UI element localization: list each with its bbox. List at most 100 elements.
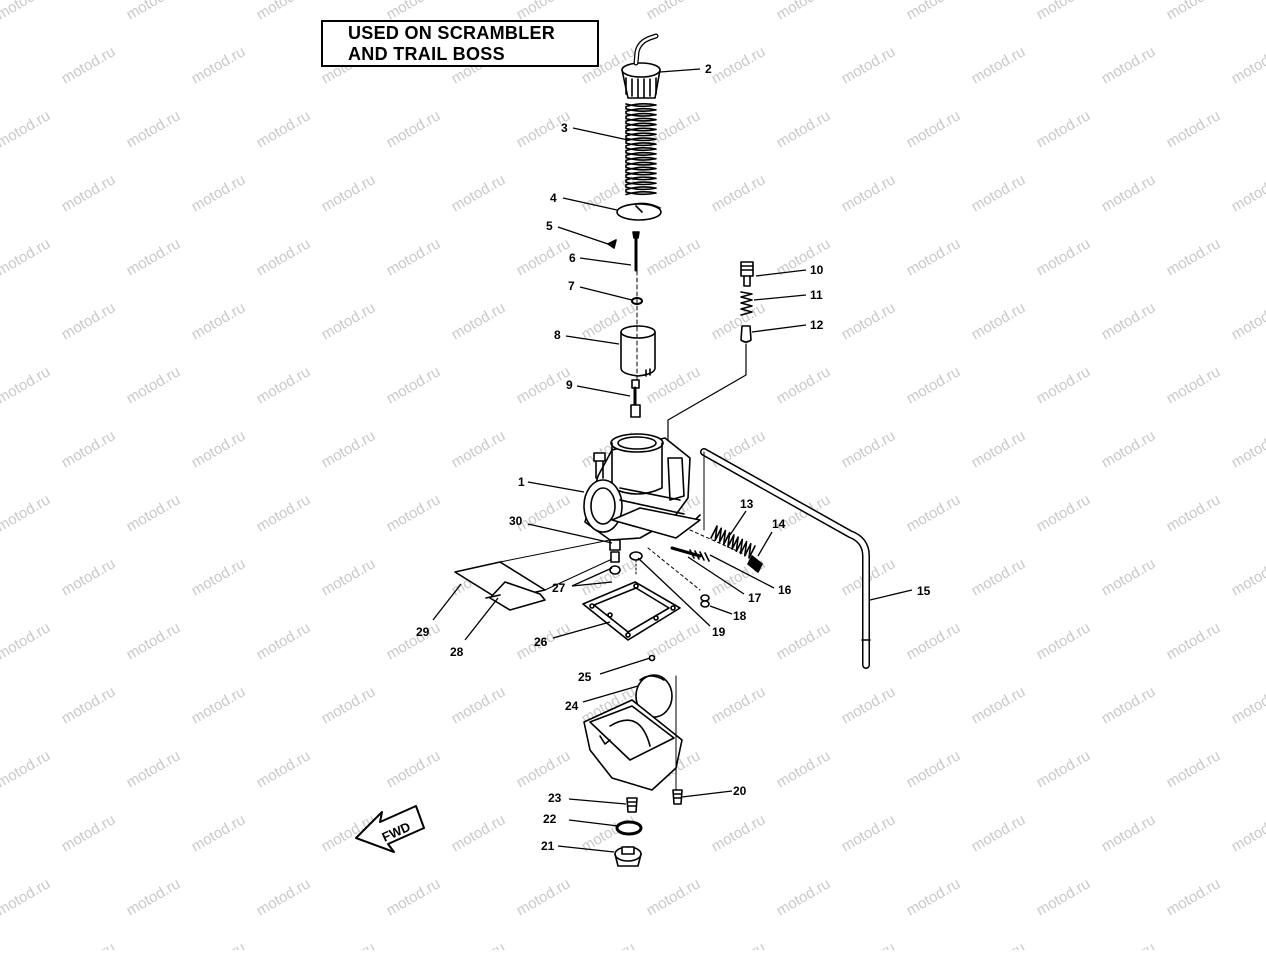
watermark-text: motod.ru — [1229, 555, 1266, 599]
part-number-4: 4 — [550, 191, 557, 205]
watermark-text: motod.ru — [514, 875, 574, 919]
watermark-text: motod.ru — [449, 811, 509, 855]
watermark-text: motod.ru — [319, 939, 379, 950]
watermark-text: motod.ru — [1229, 811, 1266, 855]
watermark-text: motod.ru — [904, 875, 964, 919]
watermark-text: motod.ru — [0, 107, 53, 151]
part-number-13: 13 — [740, 497, 754, 511]
watermark-text: motod.ru — [124, 107, 184, 151]
watermark-text: motod.ru — [774, 107, 834, 151]
part-number-21: 21 — [541, 839, 555, 853]
watermark-text: motod.ru — [1229, 299, 1266, 343]
watermark-text: motod.ru — [254, 363, 314, 407]
watermark-text: motod.ru — [0, 619, 53, 663]
part-number-19: 19 — [712, 625, 726, 639]
part-plunger — [741, 326, 751, 342]
part-overflow-tube — [704, 452, 870, 665]
watermark-text: motod.ru — [1034, 491, 1094, 535]
part-needle-clip — [608, 240, 616, 248]
watermark-text: motod.ru — [1099, 171, 1159, 215]
part-number-22: 22 — [543, 812, 557, 826]
watermark-text: motod.ru — [579, 939, 639, 950]
watermark-text: motod.ru — [709, 939, 769, 950]
watermark-text: motod.ru — [1229, 683, 1266, 727]
watermark-text: motod.ru — [644, 235, 704, 279]
watermark-text: motod.ru — [59, 555, 119, 599]
watermark-text: motod.ru — [319, 299, 379, 343]
watermark-text: motod.ru — [774, 875, 834, 919]
watermark-text: motod.ru — [0, 363, 53, 407]
watermark-text: motod.ru — [1034, 619, 1094, 663]
watermark-text: motod.ru — [0, 747, 53, 791]
watermark-text: motod.ru — [1099, 811, 1159, 855]
watermark-text: motod.ru — [1034, 747, 1094, 791]
watermark-text: motod.ru — [59, 299, 119, 343]
watermark-text: motod.ru — [514, 491, 574, 535]
watermark-text: motod.ru — [59, 811, 119, 855]
part-number-26: 26 — [534, 635, 548, 649]
watermark-text: motod.ru — [59, 683, 119, 727]
watermark-text: motod.ru — [1229, 427, 1266, 471]
watermark-text: motod.ru — [0, 235, 53, 279]
part-number-17: 17 — [748, 591, 762, 605]
watermark-text: motod.ru — [904, 747, 964, 791]
watermark-text: motod.ru — [774, 363, 834, 407]
watermark-text: motod.ru — [124, 491, 184, 535]
watermark-text: motod.ru — [709, 299, 769, 343]
part-throttle-stop-screw — [741, 262, 753, 286]
part-number-1: 1 — [518, 475, 525, 489]
watermark-text: motod.ru — [189, 683, 249, 727]
part-number-6: 6 — [569, 251, 576, 265]
watermark-text: motod.ru — [1034, 875, 1094, 919]
watermark-text: motod.ru — [1164, 875, 1224, 919]
watermark-text: motod.ru — [1099, 43, 1159, 87]
watermark-text: motod.ru — [1164, 747, 1224, 791]
watermark-text: motod.ru — [0, 491, 53, 535]
part-number-5: 5 — [546, 219, 553, 233]
watermark-text: motod.ru — [904, 619, 964, 663]
watermark-text: motod.ru — [319, 683, 379, 727]
watermark-text: motod.ru — [59, 171, 119, 215]
watermark-text: motod.ru — [59, 939, 119, 950]
watermark-text: motod.ru — [904, 0, 964, 23]
watermark-text: motod.ru — [839, 683, 899, 727]
watermark-text: motod.ru — [384, 747, 444, 791]
watermark-text: motod.ru — [1099, 683, 1159, 727]
watermark-text: motod.ru — [1164, 235, 1224, 279]
watermark-text: motod.ru — [189, 811, 249, 855]
watermark-text: motod.ru — [254, 0, 314, 23]
watermark-text: motod.ru — [774, 747, 834, 791]
watermark-text: motod.ru — [709, 171, 769, 215]
watermark-text: motod.ru — [319, 171, 379, 215]
watermark-text: motod.ru — [1164, 0, 1224, 23]
watermark-text: motod.ru — [319, 427, 379, 471]
watermark-text: motod.ru — [254, 491, 314, 535]
watermark-text: motod.ru — [1034, 363, 1094, 407]
watermark-text: motod.ru — [904, 107, 964, 151]
watermark-text: motod.ru — [839, 811, 899, 855]
part-drain-screw — [673, 790, 682, 804]
watermark-text: motod.ru — [254, 235, 314, 279]
watermark-text: motod.ru — [1164, 363, 1224, 407]
part-number-16: 16 — [778, 583, 792, 597]
watermark-text: motod.ru — [449, 299, 509, 343]
watermark-text: motod.ru — [969, 43, 1029, 87]
part-needle-jet — [631, 380, 640, 417]
watermark-text: motod.ru — [709, 43, 769, 87]
part-number-20: 20 — [733, 784, 747, 798]
watermark-text: motod.ru — [124, 875, 184, 919]
watermark-text: motod.ru — [254, 619, 314, 663]
watermark-text: motod.ru — [969, 555, 1029, 599]
watermark-text: motod.ru — [0, 875, 53, 919]
watermark-text: motod.ru — [644, 875, 704, 919]
watermark-text: motod.ru — [1229, 43, 1266, 87]
watermark-text: motod.ru — [1229, 939, 1266, 950]
part-number-28: 28 — [450, 645, 464, 659]
part-jet-needle — [633, 232, 639, 270]
part-number-7: 7 — [568, 279, 575, 293]
watermark-text: motod.ru — [514, 363, 574, 407]
watermark-text: motod.ru — [839, 427, 899, 471]
watermark-text: motod.ru — [514, 235, 574, 279]
